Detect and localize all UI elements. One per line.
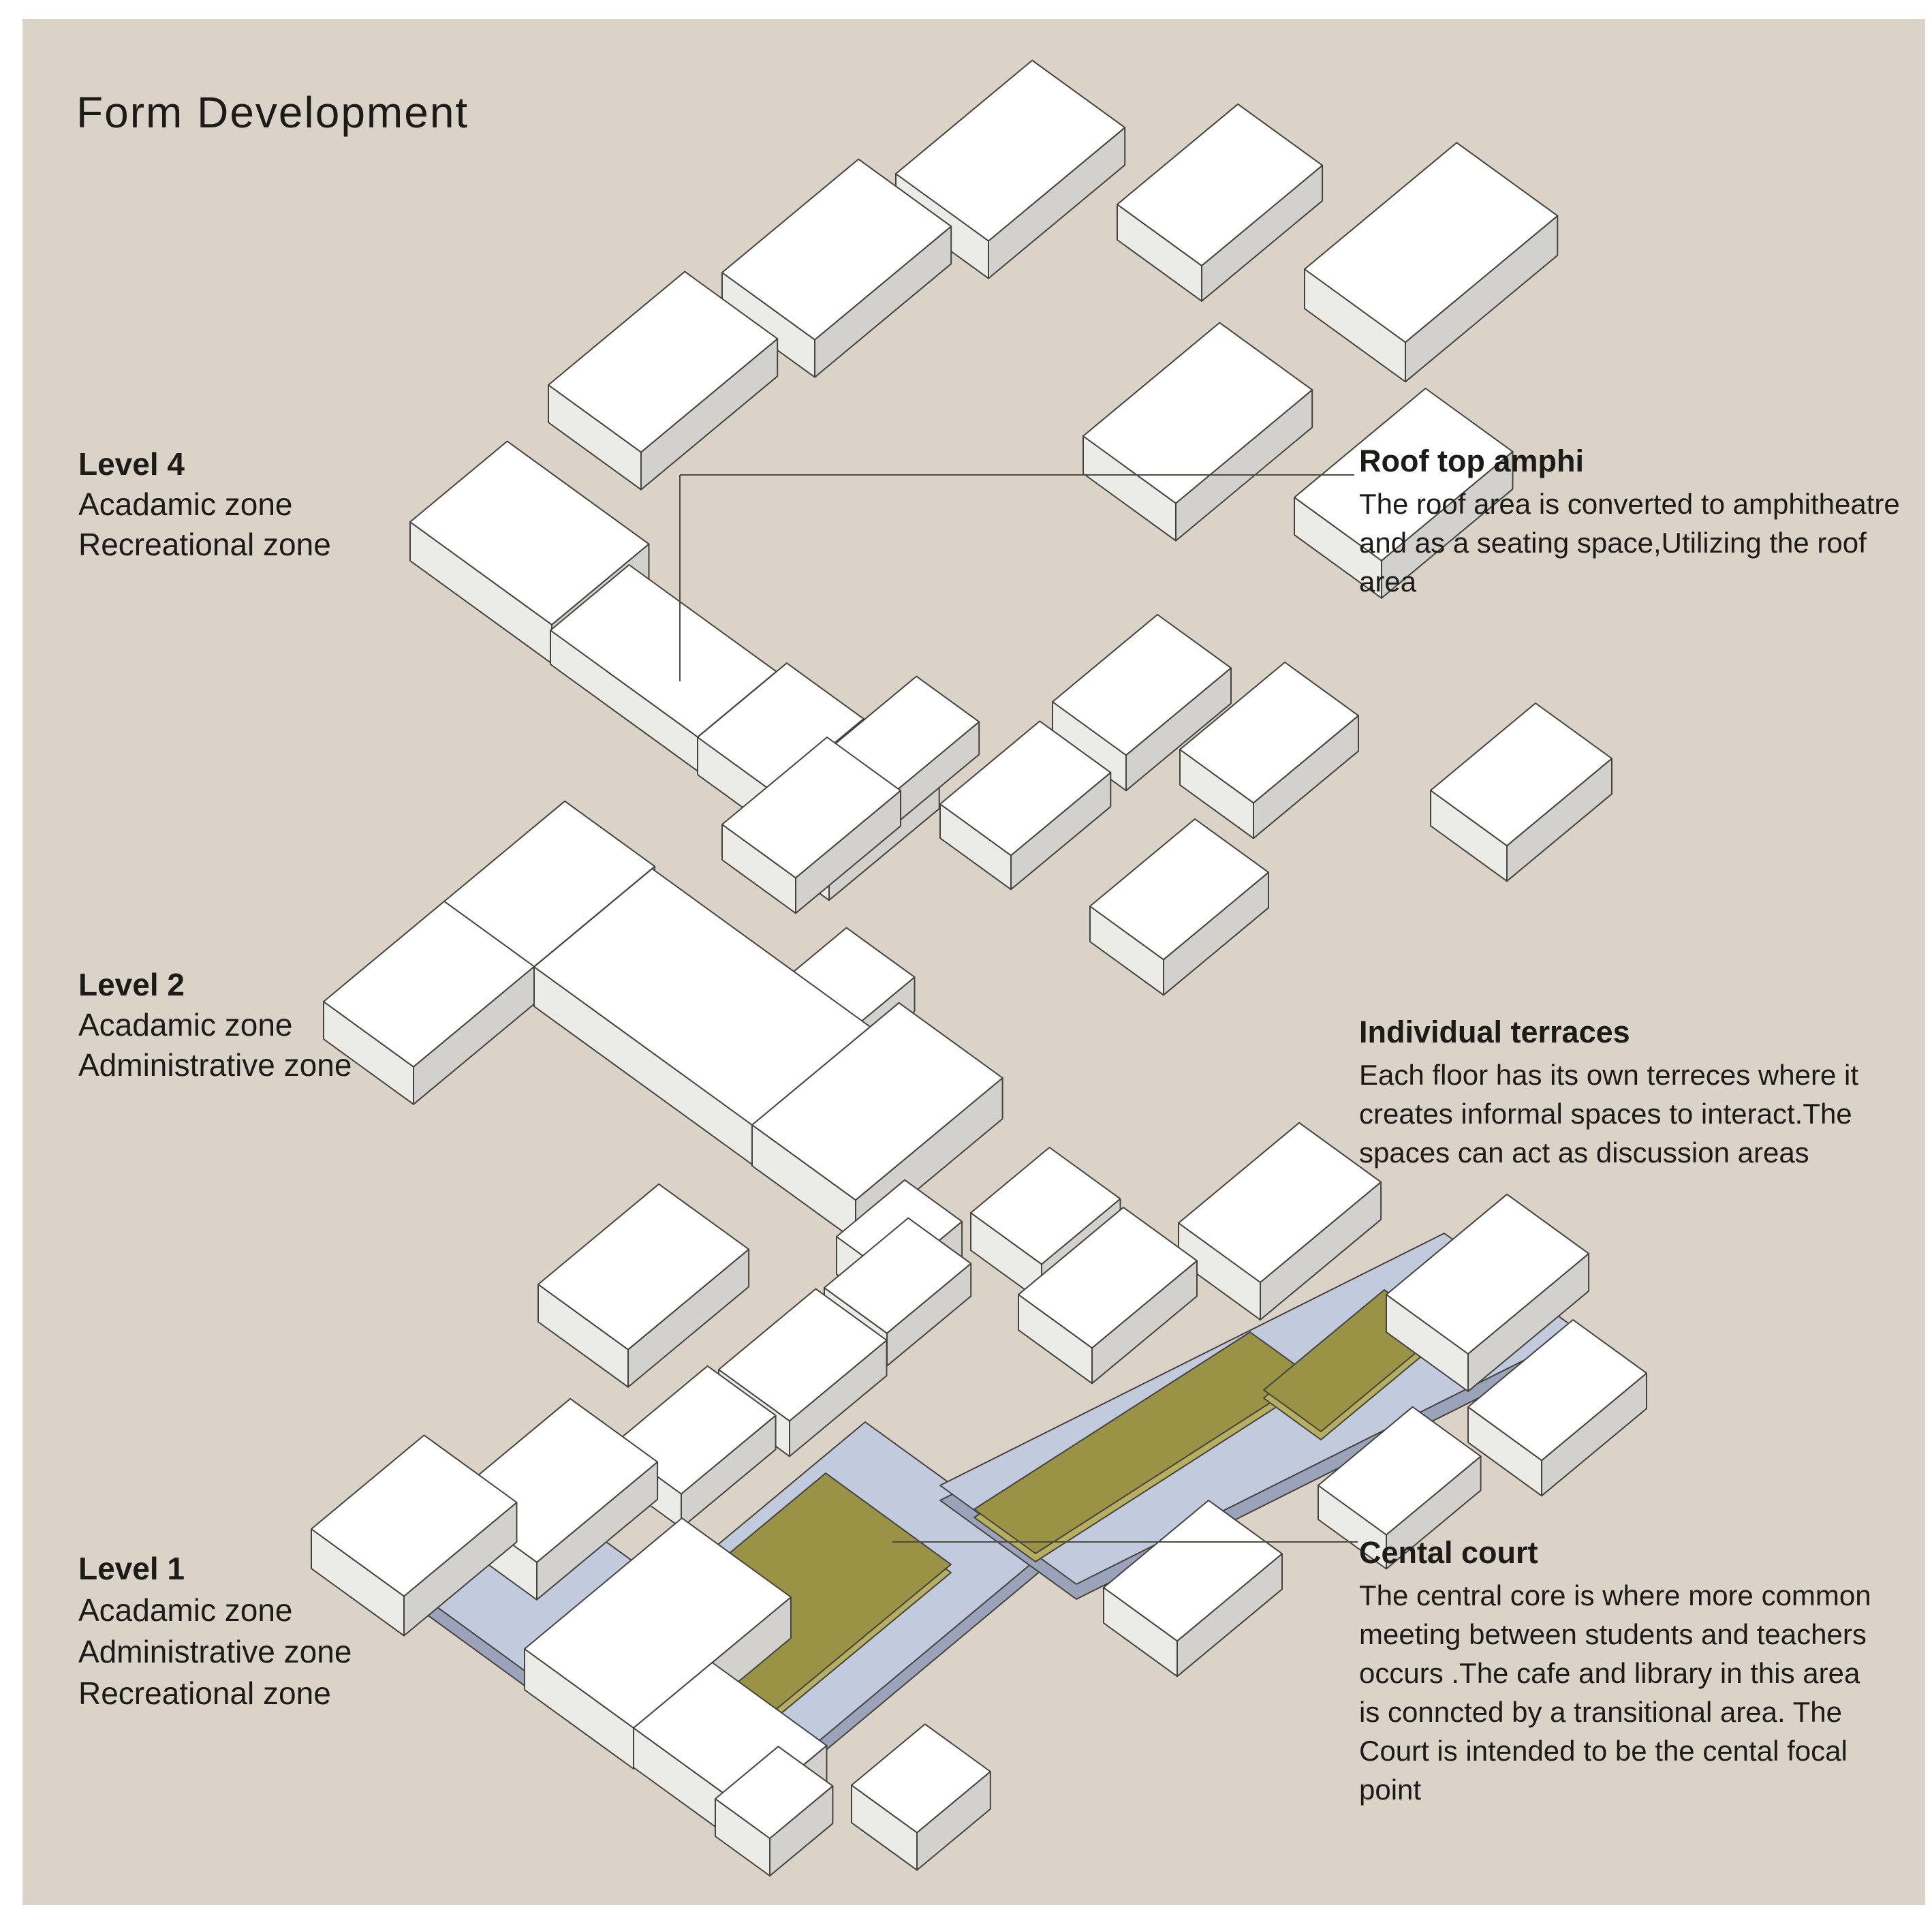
level-1-zone-1: Acadamic zone bbox=[78, 1592, 293, 1628]
cental-court-line-6: point bbox=[1359, 1774, 1422, 1806]
individual-terraces-line-1: Each floor has its own terreces where it bbox=[1359, 1059, 1858, 1091]
level2-massing-block-0-top-face bbox=[1052, 614, 1232, 756]
individual-terraces-annotation: Individual terraces Each floor has its o… bbox=[1359, 1013, 1932, 1172]
level1-massing-block-5-top-face bbox=[718, 1288, 888, 1422]
cental-court-line-5: Court is intended to be the cental focal bbox=[1359, 1735, 1848, 1767]
level-2-name: Level 2 bbox=[78, 967, 185, 1002]
level4-massing-block-7-top-face bbox=[409, 440, 650, 625]
roof-top-amphi-line-2: and as a seating space,Utilizing the roo… bbox=[1359, 527, 1867, 559]
level4-massing-block-4-top-face bbox=[548, 271, 779, 453]
level-1-zone-2: Administrative zone bbox=[78, 1634, 352, 1669]
roof-top-amphi-annotation: Roof top amphi The roof area is converte… bbox=[1359, 442, 1932, 601]
level1-massing-block-10-top-face bbox=[311, 1434, 518, 1597]
roof-top-amphi-line-1: The roof area is converted to amphitheat… bbox=[1359, 488, 1900, 520]
level2-massing-block-3-top-face bbox=[1430, 702, 1612, 847]
level2-massing-block-2-top-face bbox=[1179, 662, 1359, 804]
cental-court-title: Cental court bbox=[1359, 1535, 1538, 1570]
level-4-zone-1: Acadamic zone bbox=[78, 486, 293, 522]
level1-massing-block-2-top-face bbox=[1018, 1207, 1198, 1349]
level1-massing-block-12-top-face bbox=[524, 1517, 792, 1729]
level-1-label-block: Level 1 Acadamic zone Administrative zon… bbox=[78, 1548, 352, 1714]
level1-massing-block-3-top-face bbox=[537, 1183, 750, 1350]
level-4-label-block: Level 4 Acadamic zone Recreational zone bbox=[78, 444, 331, 565]
cental-court-line-2: meeting between students and teachers bbox=[1359, 1618, 1867, 1650]
level1-massing-block-8-top-face bbox=[1318, 1406, 1482, 1536]
individual-terraces-title: Individual terraces bbox=[1359, 1015, 1630, 1049]
level-1-name: Level 1 bbox=[78, 1551, 185, 1586]
level4-massing-block-5-top-face bbox=[1082, 322, 1313, 504]
cental-court-line-4: is conncted by a transitional area. The bbox=[1359, 1696, 1842, 1728]
level1-massing-block-15-top-face bbox=[715, 1746, 834, 1839]
level4-massing-block-3-top-face bbox=[1304, 142, 1559, 343]
level2-massing-block-6-top-face bbox=[1089, 818, 1269, 961]
level1-massing-block-6-top-face bbox=[1467, 1319, 1647, 1462]
level2-massing-block-11-top-face bbox=[751, 1002, 1003, 1201]
level-2-zone-2: Administrative zone bbox=[78, 1047, 352, 1083]
level1-massing-block-14-top-face bbox=[851, 1723, 991, 1834]
level4-massing-block-0-top-face bbox=[895, 59, 1126, 242]
roof-top-amphi-title: Roof top amphi bbox=[1359, 444, 1584, 478]
roof-top-amphi-line-3: area bbox=[1359, 566, 1417, 598]
level4-massing-block-2-top-face bbox=[721, 158, 952, 341]
level-4-name: Level 4 bbox=[78, 446, 185, 482]
level-1-zone-3: Recreational zone bbox=[78, 1675, 331, 1711]
level2-massing-block-5-top-face bbox=[721, 737, 901, 879]
level2-massing-block-4-top-face bbox=[939, 720, 1112, 856]
individual-terraces-line-2: creates informal spaces to interact.The bbox=[1359, 1098, 1852, 1130]
level1-massing-block-4-top-face bbox=[1386, 1193, 1590, 1355]
level-4-zone-2: Recreational zone bbox=[78, 527, 331, 562]
cental-court-line-3: occurs .The cafe and library in this are… bbox=[1359, 1657, 1860, 1689]
level4-massing-block-1-top-face bbox=[1117, 103, 1324, 266]
level1-massing-block-11-top-face bbox=[1103, 1500, 1283, 1642]
level1-massing-block-1-top-face bbox=[824, 1217, 972, 1334]
level-2-label-block: Level 2 Acadamic zone Administrative zon… bbox=[78, 965, 352, 1085]
level2-massing-block-12-top-face bbox=[970, 1147, 1121, 1265]
level-2-zone-1: Acadamic zone bbox=[78, 1007, 293, 1042]
cental-court-annotation: Cental court The central core is where m… bbox=[1359, 1533, 1932, 1809]
level4-massing-block-6-top-face bbox=[1294, 388, 1514, 561]
level1-massing-block-0-top-face bbox=[1178, 1122, 1382, 1283]
page-title: Form Development bbox=[76, 88, 469, 137]
individual-terraces-line-3: spaces can act as discussion areas bbox=[1359, 1137, 1809, 1169]
cental-court-line-1: The central core is where more common bbox=[1359, 1579, 1871, 1611]
